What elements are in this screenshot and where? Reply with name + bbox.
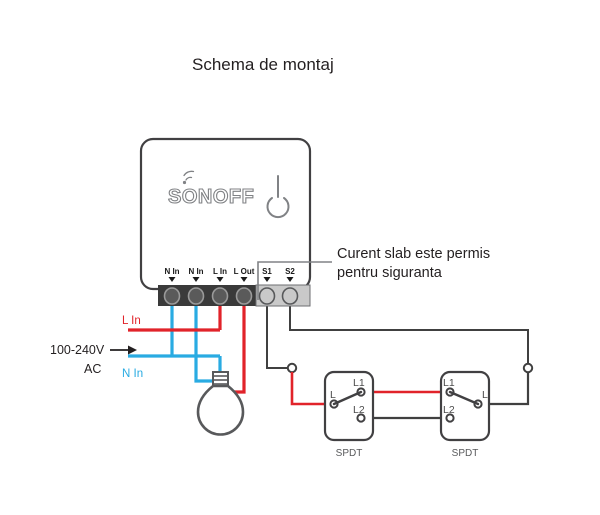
terminal-label-l-in: L In [213, 267, 227, 276]
sonoff-logo: SONOFF [167, 170, 254, 209]
spdt-switch-left[interactable]: L L1 L2 SPDT [323, 370, 375, 459]
spdt-right-blade[interactable] [448, 390, 480, 406]
live-wire-label: L In [122, 315, 141, 327]
light-bulb [196, 371, 245, 436]
arrow-down-icon [192, 277, 200, 282]
spdt-right-l2-label: L2 [443, 404, 455, 416]
spdt-right-l2-contact[interactable] [445, 413, 455, 423]
page-title: Schema de montaj [192, 55, 334, 74]
arrow-down-icon [263, 277, 271, 282]
junction-dot-left [286, 362, 298, 374]
terminal-label-n-in-1: N In [164, 267, 179, 276]
terminal-label-n-in-2: N In [188, 267, 203, 276]
junction-dot-right [522, 362, 534, 374]
spdt-left-common-label: L [330, 389, 336, 401]
terminal-label-l-out: L Out [234, 267, 255, 276]
arrow-right-icon [110, 345, 137, 355]
annotation-callout [257, 261, 332, 300]
arrow-down-icon [240, 277, 248, 282]
power-button-icon[interactable] [266, 175, 290, 219]
arrow-down-icon [286, 277, 294, 282]
terminal-screw-s1[interactable] [258, 287, 276, 305]
spdt-switch-right[interactable]: L1 L2 L SPDT [439, 370, 491, 459]
terminal-screw-l-in[interactable] [211, 287, 229, 305]
annotation-line-2: pentru siguranta [337, 265, 443, 281]
spdt-left-l2-label: L2 [353, 404, 365, 416]
supply-current-type-label: AC [84, 362, 101, 376]
spdt-left-caption: SPDT [336, 448, 363, 459]
arrow-down-icon [168, 277, 176, 282]
spdt-right-caption: SPDT [452, 448, 479, 459]
terminal-screw-n-in-2[interactable] [187, 287, 205, 305]
spdt-left-blade[interactable] [332, 390, 363, 406]
terminal-screws [163, 287, 299, 305]
switch-wiring-group [286, 362, 534, 420]
terminal-label-s1: S1 [262, 267, 272, 276]
sonoff-module[interactable]: SONOFF N In N In L In L Out S1 S2 [139, 137, 312, 307]
annotation-line-1: Curent slab este permis [337, 246, 490, 262]
terminal-arrow-markers [168, 277, 294, 282]
terminal-screw-s2[interactable] [281, 287, 299, 305]
spdt-left-l1-label: L1 [353, 377, 365, 389]
spdt-right-common-label: L [482, 389, 488, 401]
sonoff-logo-text: SONOFF [168, 186, 254, 208]
terminal-block-power [158, 285, 256, 306]
arrow-down-icon [216, 277, 224, 282]
supply-source: 100-240V AC L In N In [50, 315, 143, 380]
terminal-screw-l-out[interactable] [235, 287, 253, 305]
signal-wire-group [266, 300, 529, 369]
terminal-label-s2: S2 [285, 267, 295, 276]
terminal-screw-n-in-1[interactable] [163, 287, 181, 305]
spdt-right-l1-label: L1 [443, 377, 455, 389]
supply-voltage-label: 100-240V [50, 343, 105, 357]
spdt-left-l2-contact[interactable] [356, 413, 366, 423]
terminal-labels: N In N In L In L Out S1 S2 [164, 267, 295, 276]
neutral-wire-label: N In [122, 368, 143, 380]
